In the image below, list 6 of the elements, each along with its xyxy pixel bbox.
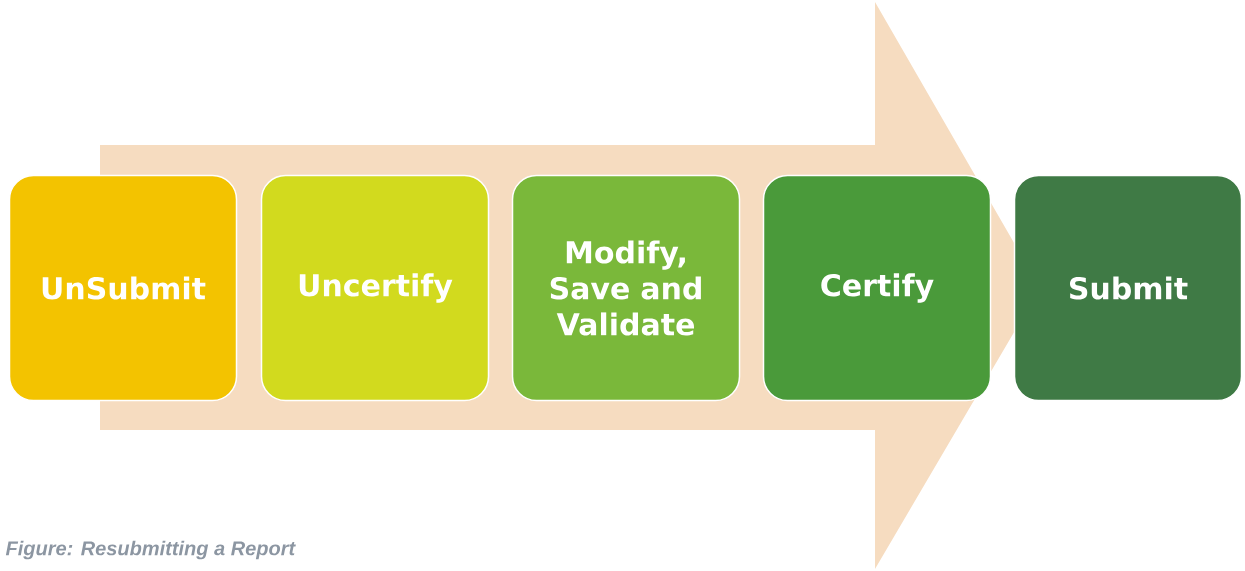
process-box: Certify bbox=[762, 174, 992, 402]
process-box: Modify, Save and Validate bbox=[511, 174, 741, 402]
process-box: Submit bbox=[1013, 174, 1243, 402]
process-box: Uncertify bbox=[260, 174, 490, 402]
caption: Figure: Resubmitting a Report bbox=[5, 540, 296, 560]
process-box: UnSubmit bbox=[8, 174, 238, 402]
